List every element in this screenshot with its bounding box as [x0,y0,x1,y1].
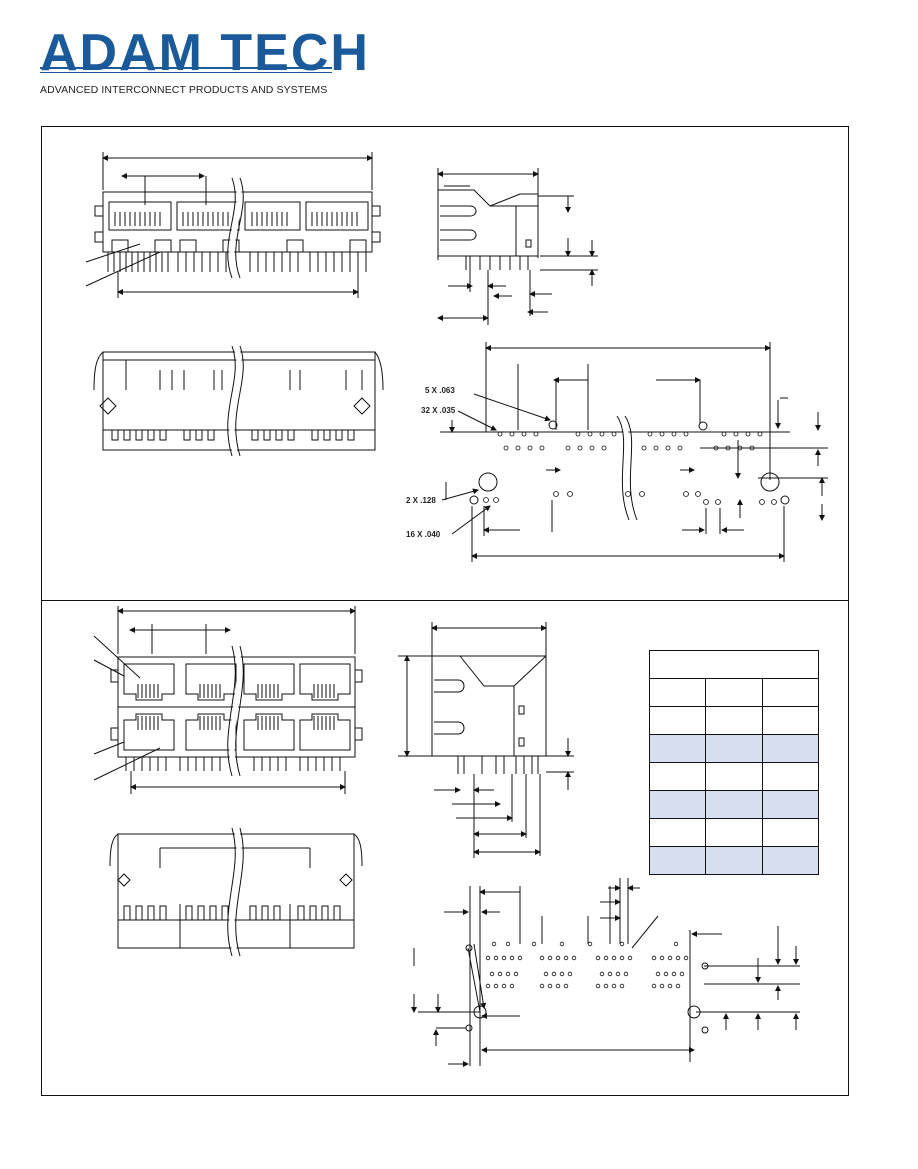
label-hole-035: 32 X .035 [421,406,456,415]
bottom-view-2x4 [109,827,363,957]
table-row [648,790,820,819]
spec-table [648,650,820,875]
label-hole-128: 2 X .128 [406,496,436,505]
brand-name: ADAM TECH [40,24,370,82]
table-row [648,818,820,847]
label-hole-063: 5 X .063 [425,386,455,395]
table-row [648,762,820,791]
pcb-hole-pattern [483,431,777,989]
spec-table-header-cell [705,678,763,707]
pcb-layout-2x4 [411,878,800,1067]
hole-row-second [503,445,755,451]
spec-table-header-cell [761,678,820,707]
spec-table-header-cell [648,678,707,707]
logo-underline [40,67,332,69]
logo-underline-lower [40,72,332,73]
front-view-1x4 [85,152,381,298]
pcb-layout-1x4 [440,342,828,562]
frame-divider [41,600,849,601]
hole-grid-2x4 [485,941,689,989]
spec-table-title-cell [649,650,819,679]
side-view-2x4 [398,622,574,858]
front-view-2x4 [93,606,363,794]
label-hole-040: 16 X .040 [406,530,441,539]
hole-row-top [497,431,763,437]
side-view-1x4 [437,168,598,325]
bottom-view-1x4 [93,345,384,457]
company-tagline: ADVANCED INTERCONNECT PRODUCTS AND SYSTE… [40,84,328,96]
drawing-frame [41,126,849,1096]
table-row [648,846,820,875]
table-row [648,734,820,763]
table-row [648,706,820,735]
hole-row-led [483,491,777,505]
